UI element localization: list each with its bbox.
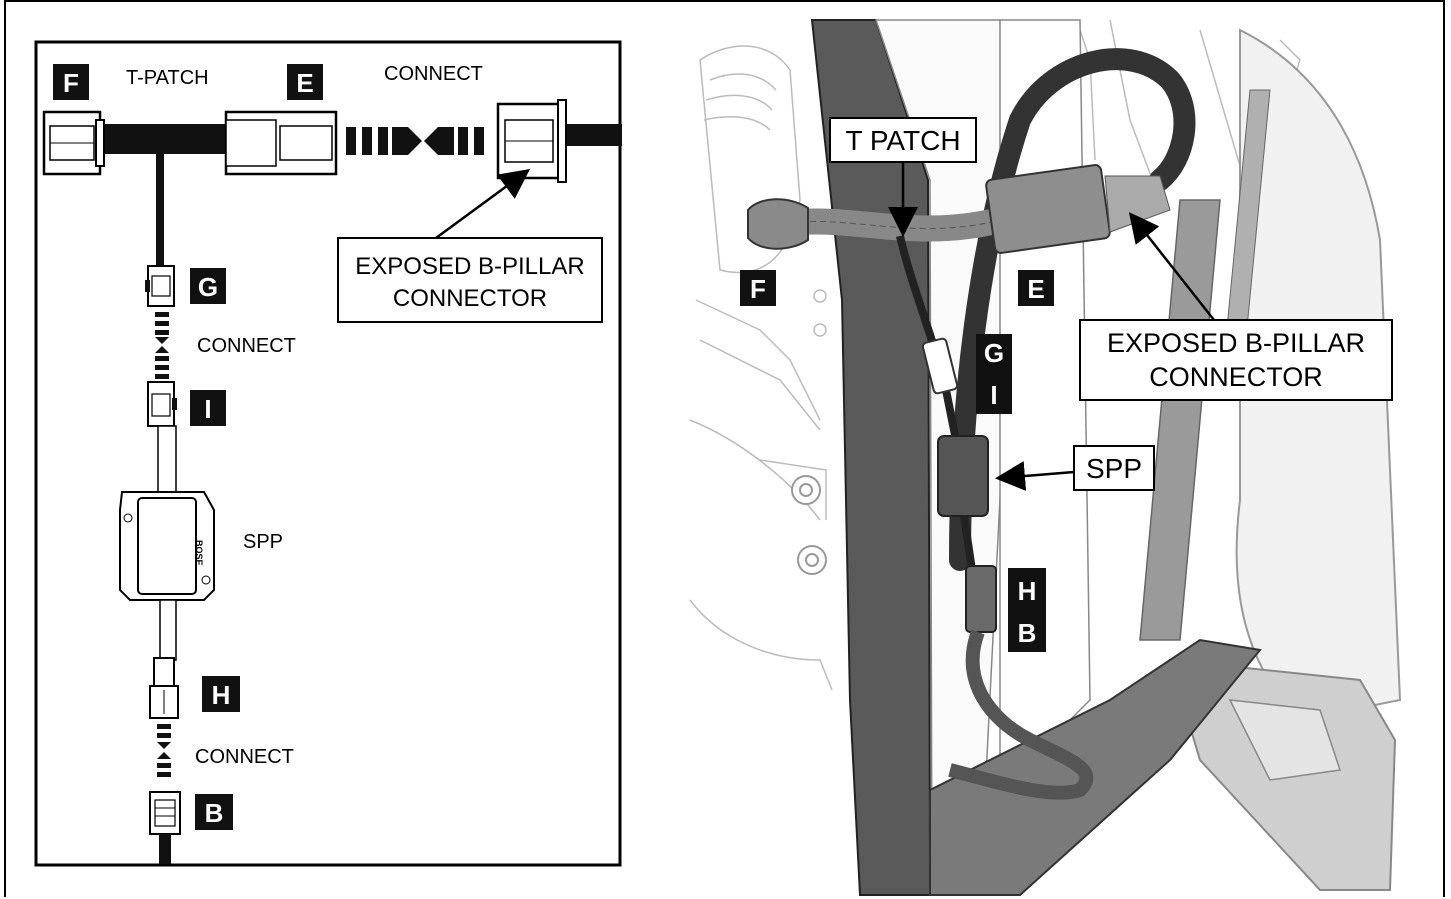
connector-g-icon xyxy=(145,266,174,306)
connector-f-icon xyxy=(44,112,104,174)
badge-right-e: E xyxy=(1018,270,1054,306)
connector-hb-photo xyxy=(966,566,996,632)
spp-output-wire xyxy=(160,600,176,660)
connector-f-photo xyxy=(748,199,808,249)
connector-b-icon xyxy=(150,792,180,834)
badge-right-f: F xyxy=(740,270,776,306)
spp-callout-text: SPP xyxy=(1086,453,1142,484)
connector-i-icon xyxy=(148,382,177,426)
svg-text:BOSE: BOSE xyxy=(194,540,204,566)
connect-label-gi: CONNECT xyxy=(197,335,296,357)
connector-e-icon xyxy=(226,112,336,174)
spp-label: SPP xyxy=(243,531,283,553)
svg-text:H: H xyxy=(212,680,231,710)
spp-module-photo xyxy=(938,436,988,516)
svg-text:H: H xyxy=(1018,576,1037,606)
t-patch-trunk-wire xyxy=(100,124,228,154)
svg-text:I: I xyxy=(204,394,211,424)
spp-input-wire xyxy=(158,426,176,492)
t-patch-callout-text: T PATCH xyxy=(845,125,960,156)
connect-label-hb: CONNECT xyxy=(195,746,294,768)
bolt-icons xyxy=(792,476,826,574)
exposed-connector-line1: EXPOSED B-PILLAR xyxy=(355,253,584,280)
branch-wire xyxy=(156,152,164,266)
right-illustration-panel: T PATCH EXPOSED B-PILLAR CONNECTOR SPP F… xyxy=(690,20,1400,895)
badge-e: E xyxy=(287,64,323,100)
svg-text:F: F xyxy=(750,274,766,304)
svg-text:G: G xyxy=(984,338,1004,368)
t-patch-label: T-PATCH xyxy=(126,67,209,89)
badge-i: I xyxy=(190,390,226,426)
exposed-connector-icon xyxy=(498,100,566,182)
badge-g: G xyxy=(190,268,226,304)
exposed-right-line2: CONNECTOR xyxy=(1149,362,1323,392)
b-pillar-wire xyxy=(564,124,622,146)
badge-b: B xyxy=(195,794,233,830)
connect-label-top: CONNECT xyxy=(384,63,483,85)
svg-text:G: G xyxy=(198,272,218,302)
badge-right-hb: H B xyxy=(1008,568,1046,652)
exposed-right-line1: EXPOSED B-PILLAR xyxy=(1107,328,1365,358)
svg-text:F: F xyxy=(63,68,79,98)
exposed-connector-line2: CONNECTOR xyxy=(393,285,547,312)
svg-text:B: B xyxy=(205,798,224,828)
badge-right-gi: G I xyxy=(976,334,1012,414)
badge-h: H xyxy=(202,676,240,712)
spp-module-icon: BOSE xyxy=(120,492,214,600)
badge-f: F xyxy=(53,64,89,100)
svg-text:B: B xyxy=(1018,618,1037,648)
left-schematic-panel: F T-PATCH E CONNECT EXPOSED B-PILLAR CON… xyxy=(36,42,622,865)
connector-e-photo xyxy=(985,164,1110,253)
b-wire xyxy=(159,834,171,864)
svg-text:E: E xyxy=(296,68,313,98)
seat-belt xyxy=(1140,200,1220,640)
svg-text:E: E xyxy=(1027,274,1044,304)
svg-text:I: I xyxy=(990,380,997,410)
connector-h-icon xyxy=(150,658,178,718)
